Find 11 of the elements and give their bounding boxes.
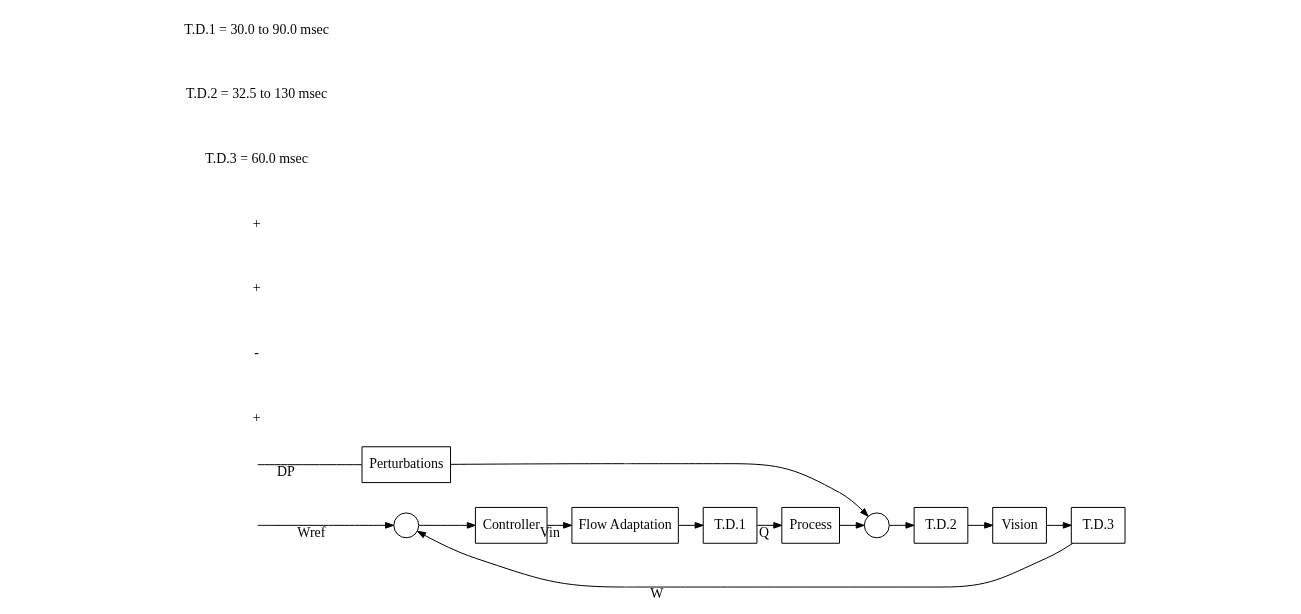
- label: +: [252, 280, 261, 296]
- label: T.D.1 = 30.0 to 90.0 msec: [184, 21, 329, 37]
- label: -: [254, 344, 259, 360]
- edge-label: Wref: [297, 524, 326, 540]
- edge-label: W: [650, 586, 664, 602]
- edge-label: DP: [276, 463, 295, 479]
- edge-label: Q: [759, 524, 770, 540]
- label: T.D.2 = 32.5 to 130 msec: [185, 86, 328, 102]
- label: +: [252, 215, 261, 231]
- label: T.D.3 = 60.0 msec: [205, 150, 308, 166]
- label: +: [252, 409, 261, 425]
